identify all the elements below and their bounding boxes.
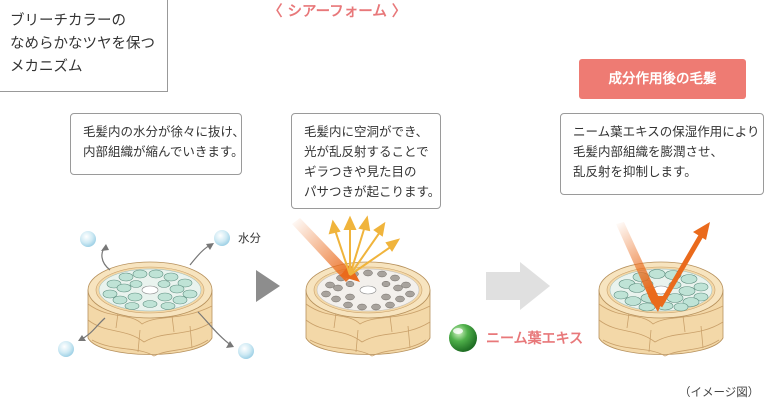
water-label: 水分 (238, 231, 261, 245)
light-beam-reflected (616, 222, 710, 312)
title-line-3: メカニズム (10, 59, 83, 75)
diagram-title: ブリーチカラーの なめらかなツヤを保つ メカニズム (10, 10, 155, 79)
light-beam-scattered (292, 215, 401, 282)
neem-droplet-icon (449, 324, 477, 352)
neem-extract-label: ニーム葉エキス (486, 331, 584, 347)
title-line-1: ブリーチカラーの (10, 13, 126, 29)
title-box (0, 0, 168, 92)
hair-middle-illustration (305, 261, 431, 357)
callout-middle-line-1: 毛髪内に空洞ができ、 (304, 124, 429, 139)
callout-middle-line-3: ギラつきや見た目の (304, 164, 417, 179)
callout-middle-line-2: 光が乱反射することで (304, 144, 429, 159)
water-droplets-left (58, 230, 254, 359)
hair-right-illustration (598, 261, 724, 357)
callout-left-line-2: 内部組織が縮んでいきます。 (83, 144, 244, 159)
callout-left-line-1: 毛髪内の水分が徐々に抜け、 (83, 124, 245, 139)
image-note: （イメージ図） (679, 385, 760, 399)
callout-cavity-reflection: 毛髪内に空洞ができ、 光が乱反射することで ギラつきや見た目の パサつきが起こり… (291, 113, 441, 209)
hair-left-illustration (87, 261, 213, 357)
callout-right-line-2: 毛髪内部組織を膨潤させ、 (573, 144, 724, 159)
title-line-2: なめらかなツヤを保つ (10, 36, 155, 52)
callout-right-line-1: ニーム葉エキスの保湿作用により (573, 124, 760, 139)
product-header-label: 〈 シアーフォーム 〉 (268, 4, 407, 20)
step-arrow-1 (256, 270, 280, 302)
step-arrow-2 (486, 262, 550, 310)
callout-neem-effect: ニーム葉エキスの保湿作用により 毛髪内部組織を膨潤させ、 乱反射を抑制します。 (560, 113, 764, 195)
after-treatment-badge: 成分作用後の毛髪 (579, 59, 746, 99)
callout-moisture-loss: 毛髪内の水分が徐々に抜け、 内部組織が縮んでいきます。 (70, 113, 245, 175)
callout-right-line-3: 乱反射を抑制します。 (573, 164, 697, 179)
callout-middle-line-4: パサつきが起こります。 (304, 184, 441, 199)
